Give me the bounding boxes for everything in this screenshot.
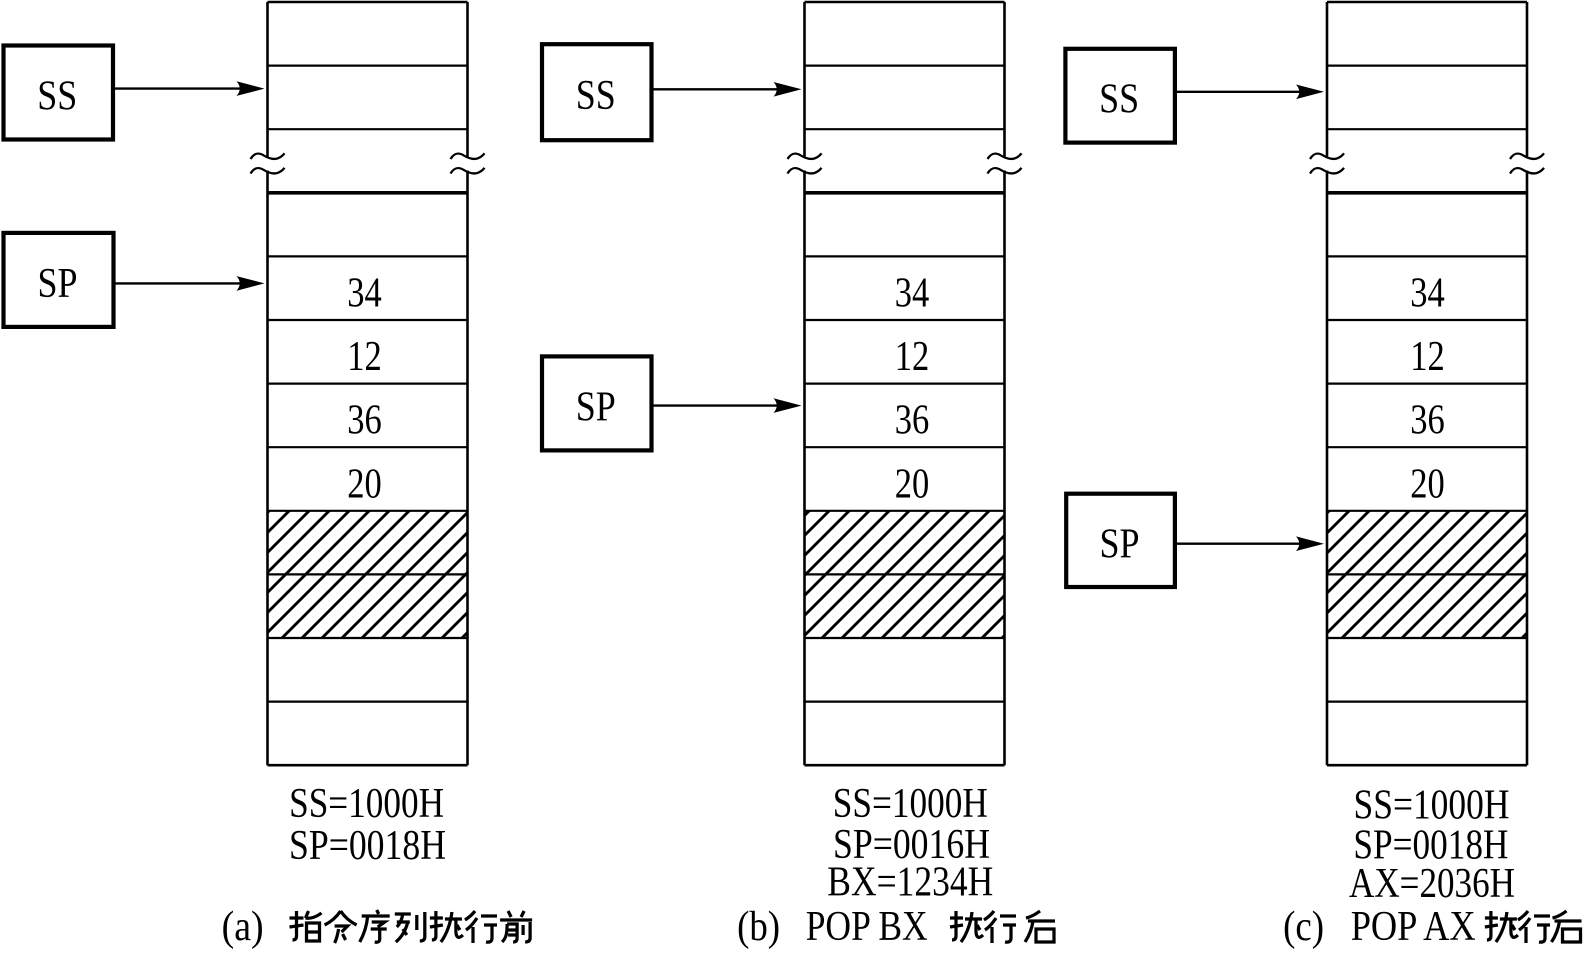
svg-text:34: 34	[347, 271, 382, 317]
svg-text:BX=1234H: BX=1234H	[827, 860, 993, 906]
svg-text:36: 36	[895, 398, 930, 444]
svg-text:(b): (b)	[737, 904, 780, 950]
svg-text:SS=1000H: SS=1000H	[1354, 782, 1510, 828]
svg-text:20: 20	[1410, 461, 1445, 507]
svg-text:(c): (c)	[1283, 904, 1324, 950]
svg-text:AX=2036H: AX=2036H	[1349, 861, 1515, 907]
svg-text:SS=1000H: SS=1000H	[833, 781, 988, 827]
svg-text:(a): (a)	[222, 904, 264, 950]
svg-text:SS: SS	[576, 73, 616, 119]
svg-text:SP: SP	[576, 384, 616, 430]
svg-text:36: 36	[347, 398, 382, 444]
svg-text:SP=0016H: SP=0016H	[833, 822, 990, 868]
svg-text:12: 12	[347, 334, 382, 380]
svg-text:34: 34	[1410, 271, 1445, 317]
svg-text:SP: SP	[38, 261, 78, 307]
svg-text:POP BX: POP BX	[806, 904, 928, 950]
svg-text:SP: SP	[1100, 521, 1140, 567]
svg-text:POP AX: POP AX	[1351, 904, 1476, 950]
svg-text:20: 20	[895, 461, 930, 507]
svg-text:SS: SS	[37, 74, 77, 120]
svg-text:SS=1000H: SS=1000H	[289, 781, 444, 827]
svg-text:34: 34	[895, 271, 930, 317]
svg-text:20: 20	[347, 461, 382, 507]
svg-text:36: 36	[1410, 398, 1445, 444]
svg-text:SP=0018H: SP=0018H	[1353, 823, 1508, 869]
svg-text:SP=0018H: SP=0018H	[289, 823, 446, 869]
svg-text:12: 12	[1410, 334, 1445, 380]
svg-text:12: 12	[895, 334, 930, 380]
svg-text:SS: SS	[1099, 77, 1139, 123]
